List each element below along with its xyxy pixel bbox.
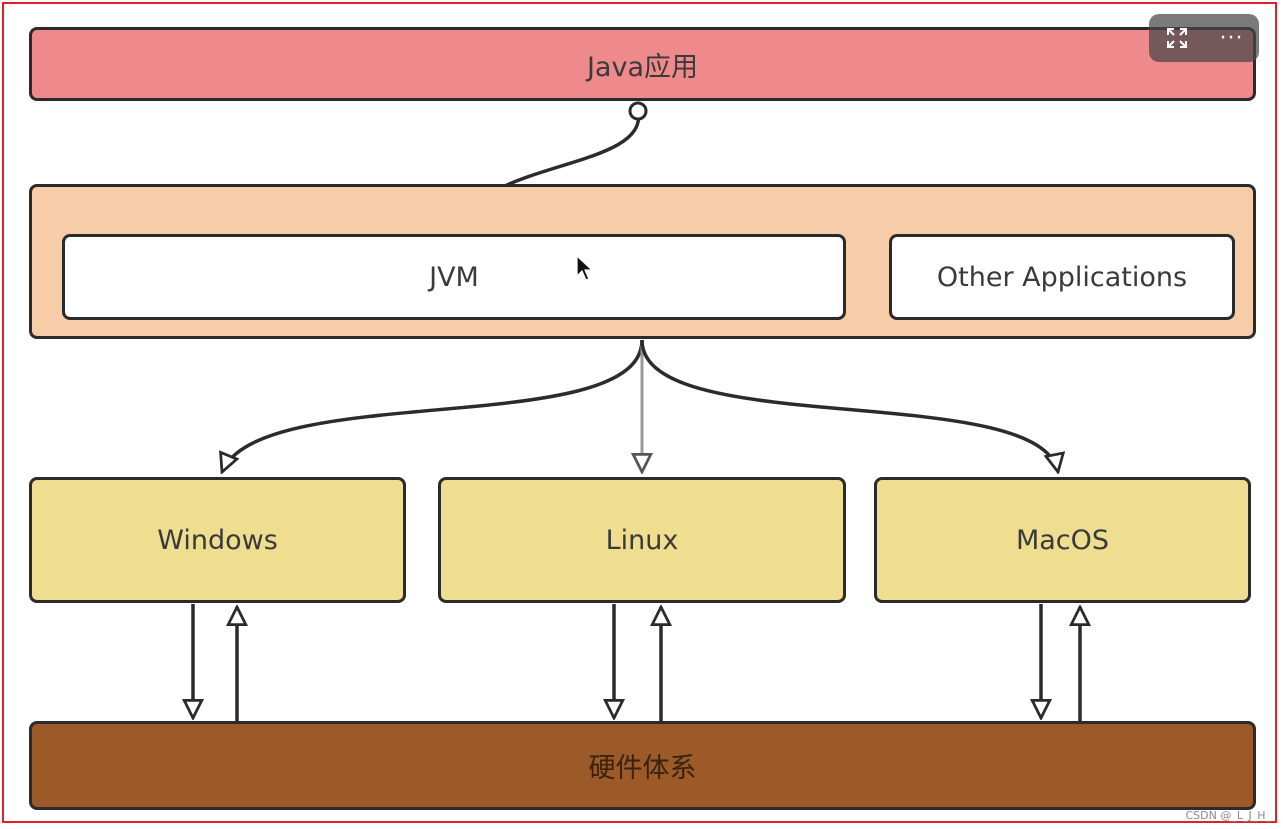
expand-button[interactable] [1157,18,1197,58]
more-icon: ··· [1219,25,1244,51]
hardware-label: 硬件体系 [588,753,697,784]
more-button[interactable]: ··· [1212,18,1252,58]
macos-label: MacOS [1015,524,1110,556]
java-app-label: Java应用 [586,51,699,83]
java-app-box: Java应用 [29,27,1256,101]
windows-label: Windows [157,524,278,556]
expand-icon [1166,28,1187,48]
windows-box: Windows [29,477,406,603]
linux-box: Linux [438,477,846,603]
jvm-box: JVM [62,234,846,320]
jvm-label: JVM [429,261,479,293]
connector-origin-circle [628,101,648,121]
runtime-to-windows-arrow [222,339,644,472]
watermark: CSDN @_L_J_H_ [1185,809,1271,822]
other-applications-box: Other Applications [889,234,1235,320]
macos-box: MacOS [874,477,1251,603]
linux-label: Linux [605,524,679,556]
mouse-cursor-icon [576,255,594,281]
image-toolbar: ··· [1149,14,1259,62]
hardware-box: 硬件体系 [29,721,1256,810]
runtime-to-macos-arrow [640,339,1058,472]
other-applications-label: Other Applications [936,261,1188,293]
